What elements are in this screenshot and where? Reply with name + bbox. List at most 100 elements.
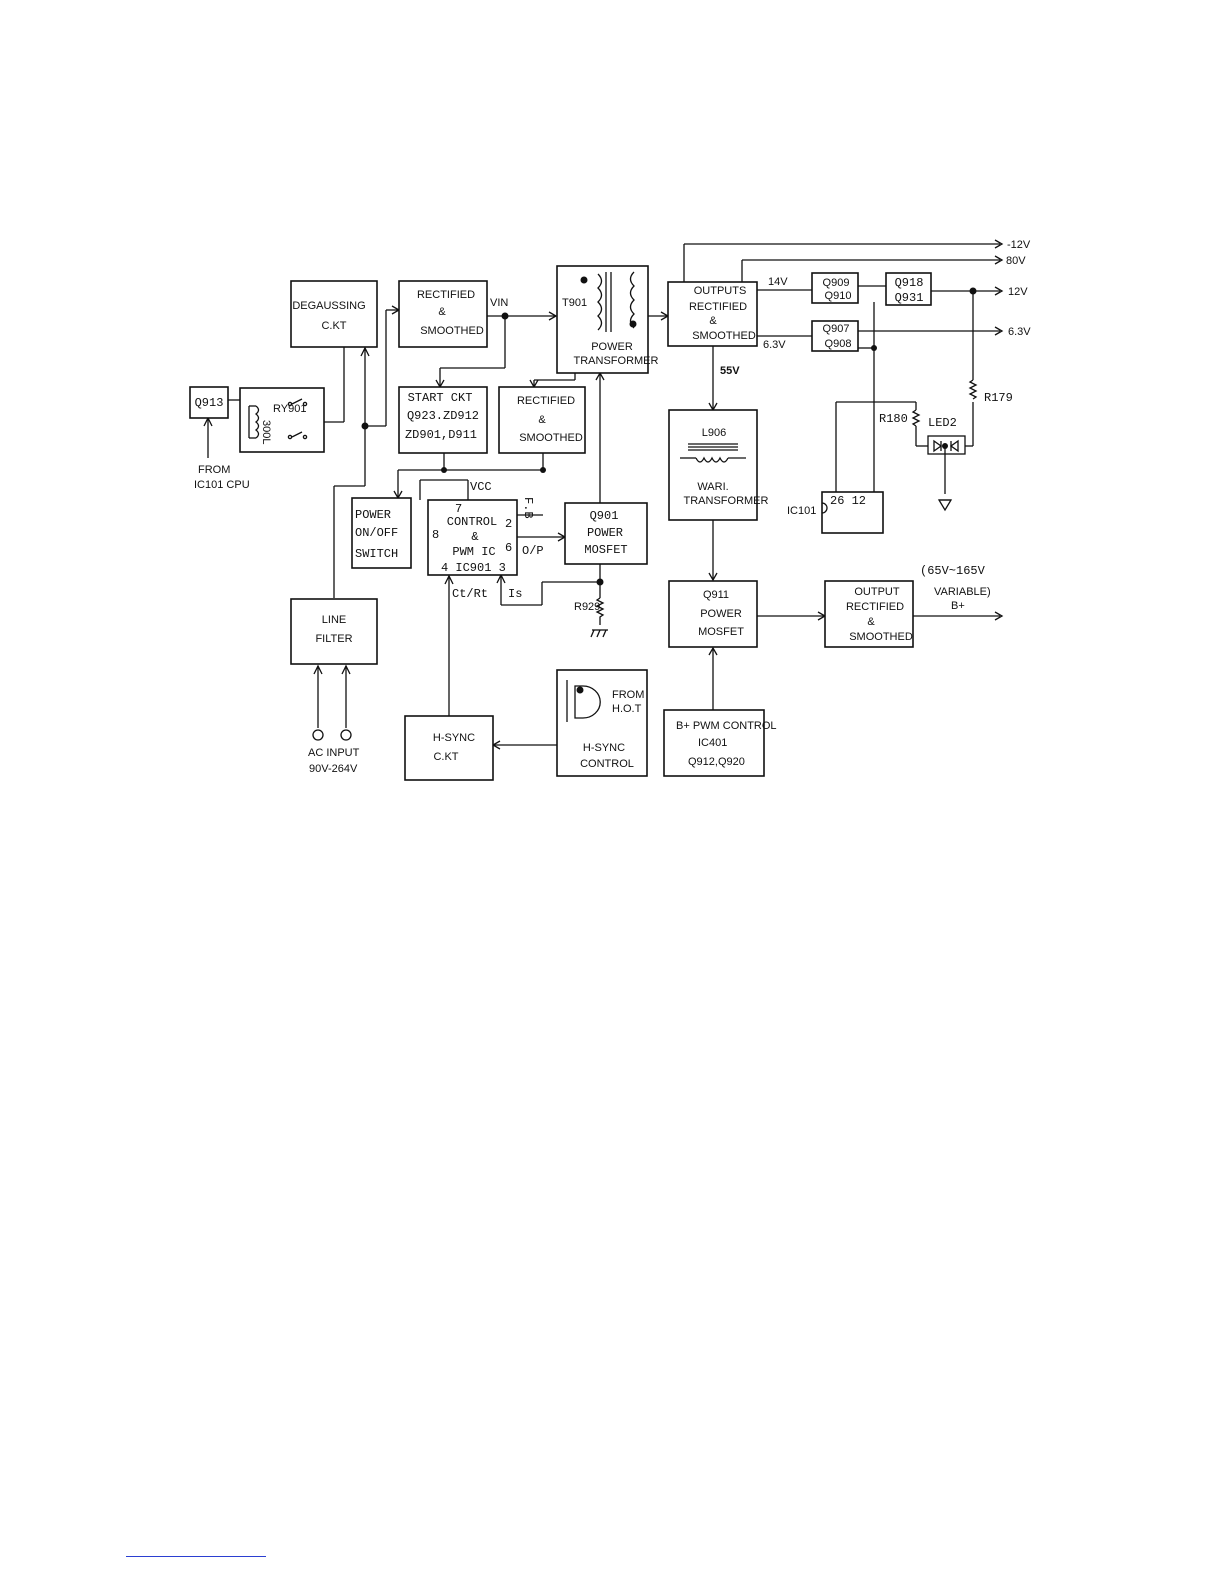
svg-text:300L: 300L	[260, 420, 272, 444]
svg-text:Q910: Q910	[825, 290, 852, 302]
svg-text:Q913: Q913	[195, 396, 224, 410]
footer-rule	[126, 1556, 266, 1557]
svg-text:LINE: LINE	[322, 614, 346, 626]
svg-text:POWER: POWER	[355, 508, 391, 522]
svg-text:Q908: Q908	[825, 338, 852, 350]
transformer-icon	[597, 271, 635, 332]
svg-text:WARI.: WARI.	[697, 481, 728, 493]
block-power-switch: POWER ON/OFF SWITCH	[351, 497, 412, 569]
svg-text:AC INPUT: AC INPUT	[308, 747, 360, 759]
rail-80v: 80V	[1006, 255, 1026, 267]
svg-text:ON/OFF: ON/OFF	[355, 526, 398, 540]
svg-text:2: 2	[505, 517, 512, 531]
svg-text:Q901: Q901	[590, 509, 619, 523]
block-ic101: 26 12	[821, 491, 884, 534]
label-r929: R929	[574, 601, 600, 613]
svg-text:RECTIFIED: RECTIFIED	[517, 395, 575, 407]
ground-led-icon	[937, 499, 953, 512]
block-degaussing: DEGAUSSING C.KT	[290, 280, 378, 348]
label-6-3v: 6.3V	[763, 339, 786, 351]
svg-text:IC101 CPU: IC101 CPU	[194, 479, 250, 491]
block-power-transformer-t901: T901 POWER TRANSFORMER	[556, 265, 659, 374]
resistor-r929-icon	[590, 597, 608, 638]
ac-input-terminals: AC INPUT 90V-264V	[308, 729, 360, 775]
block-line-filter: LINE FILTER	[290, 598, 378, 665]
resistor-r180-icon	[911, 409, 921, 427]
svg-text:RECTIFIED: RECTIFIED	[846, 601, 904, 613]
label-r179: R179	[984, 391, 1013, 405]
svg-text:&: &	[538, 414, 546, 426]
wires	[207, 243, 1000, 746]
svg-text:Q931: Q931	[895, 291, 924, 305]
rail-12v: 12V	[1008, 286, 1028, 298]
feedback-label: F.B	[521, 497, 535, 519]
svg-text:TRANSFORMER: TRANSFORMER	[574, 355, 659, 367]
block-start-ckt: START CKT Q923.ZD912 ZD901,D911	[398, 386, 488, 454]
svg-text:Q907: Q907	[823, 323, 850, 335]
is-label: Is	[508, 587, 522, 601]
svg-text:Q911: Q911	[703, 589, 729, 601]
block-q918-q931: Q918 Q931	[885, 272, 932, 306]
resistor-r179-icon	[968, 379, 978, 400]
svg-text:90V-264V: 90V-264V	[309, 763, 358, 775]
inductor-icon	[680, 443, 746, 463]
svg-text:MOSFET: MOSFET	[698, 626, 744, 638]
label-14v: 14V	[768, 276, 788, 288]
svg-text:SMOOTHED: SMOOTHED	[692, 330, 756, 342]
svg-text:FILTER: FILTER	[315, 633, 352, 645]
svg-text:&: &	[709, 315, 717, 327]
vin-label: VIN	[490, 297, 508, 309]
junction-dots	[361, 287, 977, 586]
svg-text:POWER: POWER	[700, 608, 742, 620]
variable-label: VARIABLE)	[934, 586, 991, 598]
label-r180: R180	[879, 412, 908, 426]
block-q911-mosfet: Q911 POWER MOSFET	[668, 580, 758, 648]
block-b-plus-pwm-control: B+ PWM CONTROL IC401 Q912,Q920	[663, 709, 777, 777]
ct-rt-label: Ct/Rt	[452, 587, 488, 601]
svg-text:POWER: POWER	[591, 341, 633, 353]
svg-text:C.KT: C.KT	[433, 751, 458, 763]
b-plus-label: B+	[951, 600, 965, 612]
svg-text:RECTIFIED: RECTIFIED	[417, 289, 475, 301]
svg-text:L906: L906	[702, 427, 726, 439]
svg-text:CONTROL: CONTROL	[580, 758, 634, 770]
block-rectified-smoothed-2: RECTIFIED & SMOOTHED	[498, 386, 586, 454]
svg-text:FROM: FROM	[612, 689, 644, 701]
svg-text:&: &	[438, 306, 446, 318]
svg-text:PWM IC: PWM IC	[452, 545, 495, 559]
svg-text:OUTPUTS: OUTPUTS	[694, 285, 747, 297]
svg-text:SWITCH: SWITCH	[355, 547, 398, 561]
block-rectified-smoothed-1: RECTIFIED & SMOOTHED	[398, 280, 488, 348]
block-outputs-rectified: OUTPUTS RECTIFIED & SMOOTHED	[667, 281, 758, 347]
block-q909-q910: Q909 Q910	[811, 272, 859, 304]
led2-icon	[927, 435, 966, 455]
svg-text:START CKT: START CKT	[408, 391, 473, 405]
svg-text:Q909: Q909	[823, 277, 850, 289]
rail-minus-12v: -12V	[1007, 239, 1031, 251]
svg-text:H-SYNC: H-SYNC	[583, 742, 625, 754]
block-hsync-control: FROM H.O.T H-SYNC CONTROL	[556, 669, 648, 777]
block-wari-transformer: L906 WARI. TRANSFORMER	[668, 409, 769, 521]
svg-text:4 IC901 3: 4 IC901 3	[441, 561, 506, 575]
block-output-rectified: OUTPUT RECTIFIED & SMOOTHED	[824, 580, 914, 648]
block-q913: Q913	[189, 386, 229, 419]
label-ic101: IC101	[787, 505, 816, 517]
svg-text:MOSFET: MOSFET	[584, 543, 627, 557]
rail-6-3v: 6.3V	[1008, 326, 1031, 338]
svg-text:H-SYNC: H-SYNC	[433, 732, 475, 744]
pickup-coil-icon	[566, 680, 601, 722]
svg-text:SMOOTHED: SMOOTHED	[519, 432, 583, 444]
svg-text:TRANSFORMER: TRANSFORMER	[684, 495, 769, 507]
svg-text:Q923.ZD912: Q923.ZD912	[407, 409, 479, 423]
block-pwm-ic901: 7 8 2 6 CONTROL & PWM IC 4 IC901 3	[427, 499, 518, 576]
relay-contact-icon	[287, 398, 308, 440]
svg-text:DEGAUSSING: DEGAUSSING	[292, 300, 365, 312]
svg-text:IC401: IC401	[698, 737, 727, 749]
svg-text:&: &	[471, 530, 478, 544]
svg-text:H.O.T: H.O.T	[612, 703, 642, 715]
svg-text:SMOOTHED: SMOOTHED	[420, 325, 484, 337]
block-q901-mosfet: Q901 POWER MOSFET	[564, 502, 648, 565]
block-hsync-ckt: H-SYNC C.KT	[404, 715, 494, 781]
svg-text:ZD901,D911: ZD901,D911	[405, 428, 477, 442]
